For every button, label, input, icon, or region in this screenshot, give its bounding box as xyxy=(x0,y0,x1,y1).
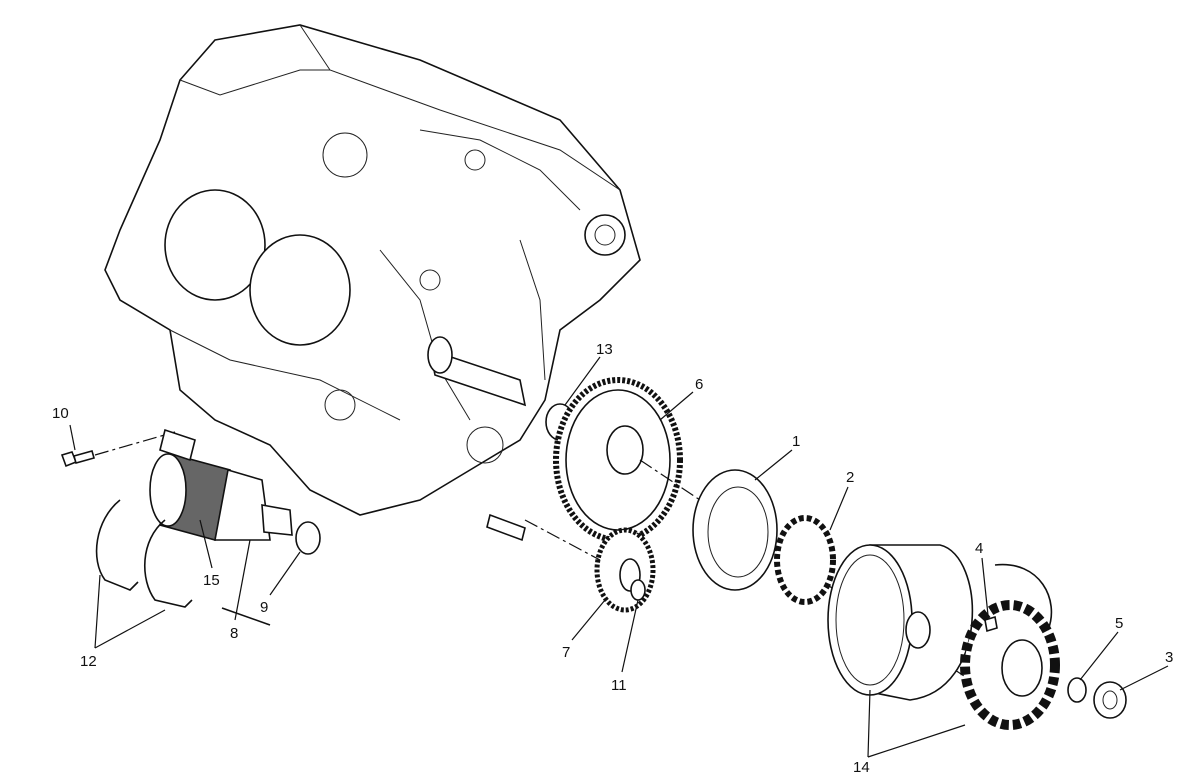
label-6: 6 xyxy=(695,376,703,393)
engine-crankcase xyxy=(104,24,641,542)
part-14-rotor xyxy=(827,544,974,701)
part-14-stator xyxy=(960,563,1060,730)
label-15: 15 xyxy=(203,572,220,589)
part-11-washer xyxy=(630,579,646,601)
part-5-washer xyxy=(1067,677,1087,703)
label-12: 12 xyxy=(80,653,97,670)
part-6-gear xyxy=(553,377,683,543)
part-3-nut xyxy=(1093,681,1127,719)
leader-lines xyxy=(69,356,1169,758)
part-9-o-ring xyxy=(295,521,321,555)
label-5: 5 xyxy=(1115,615,1123,632)
label-1: 1 xyxy=(792,433,800,450)
part-7-gear xyxy=(594,527,656,613)
label-10: 10 xyxy=(52,405,69,422)
part-2-freewheel xyxy=(774,515,836,605)
label-7: 7 xyxy=(562,644,570,661)
part-1-plate xyxy=(692,469,778,591)
part-10-bolt xyxy=(60,450,95,468)
label-8: 8 xyxy=(230,625,238,642)
part-12-clamps xyxy=(95,499,193,608)
label-13: 13 xyxy=(596,341,613,358)
label-11: 11 xyxy=(611,677,627,694)
part-15-starter-motor xyxy=(149,428,293,541)
label-4: 4 xyxy=(975,540,983,557)
part-8-wire xyxy=(221,607,271,626)
label-9: 9 xyxy=(260,599,268,616)
label-3: 3 xyxy=(1165,649,1173,666)
part-4-screw xyxy=(984,615,998,633)
label-14: 14 xyxy=(853,759,870,776)
label-2: 2 xyxy=(846,469,854,486)
